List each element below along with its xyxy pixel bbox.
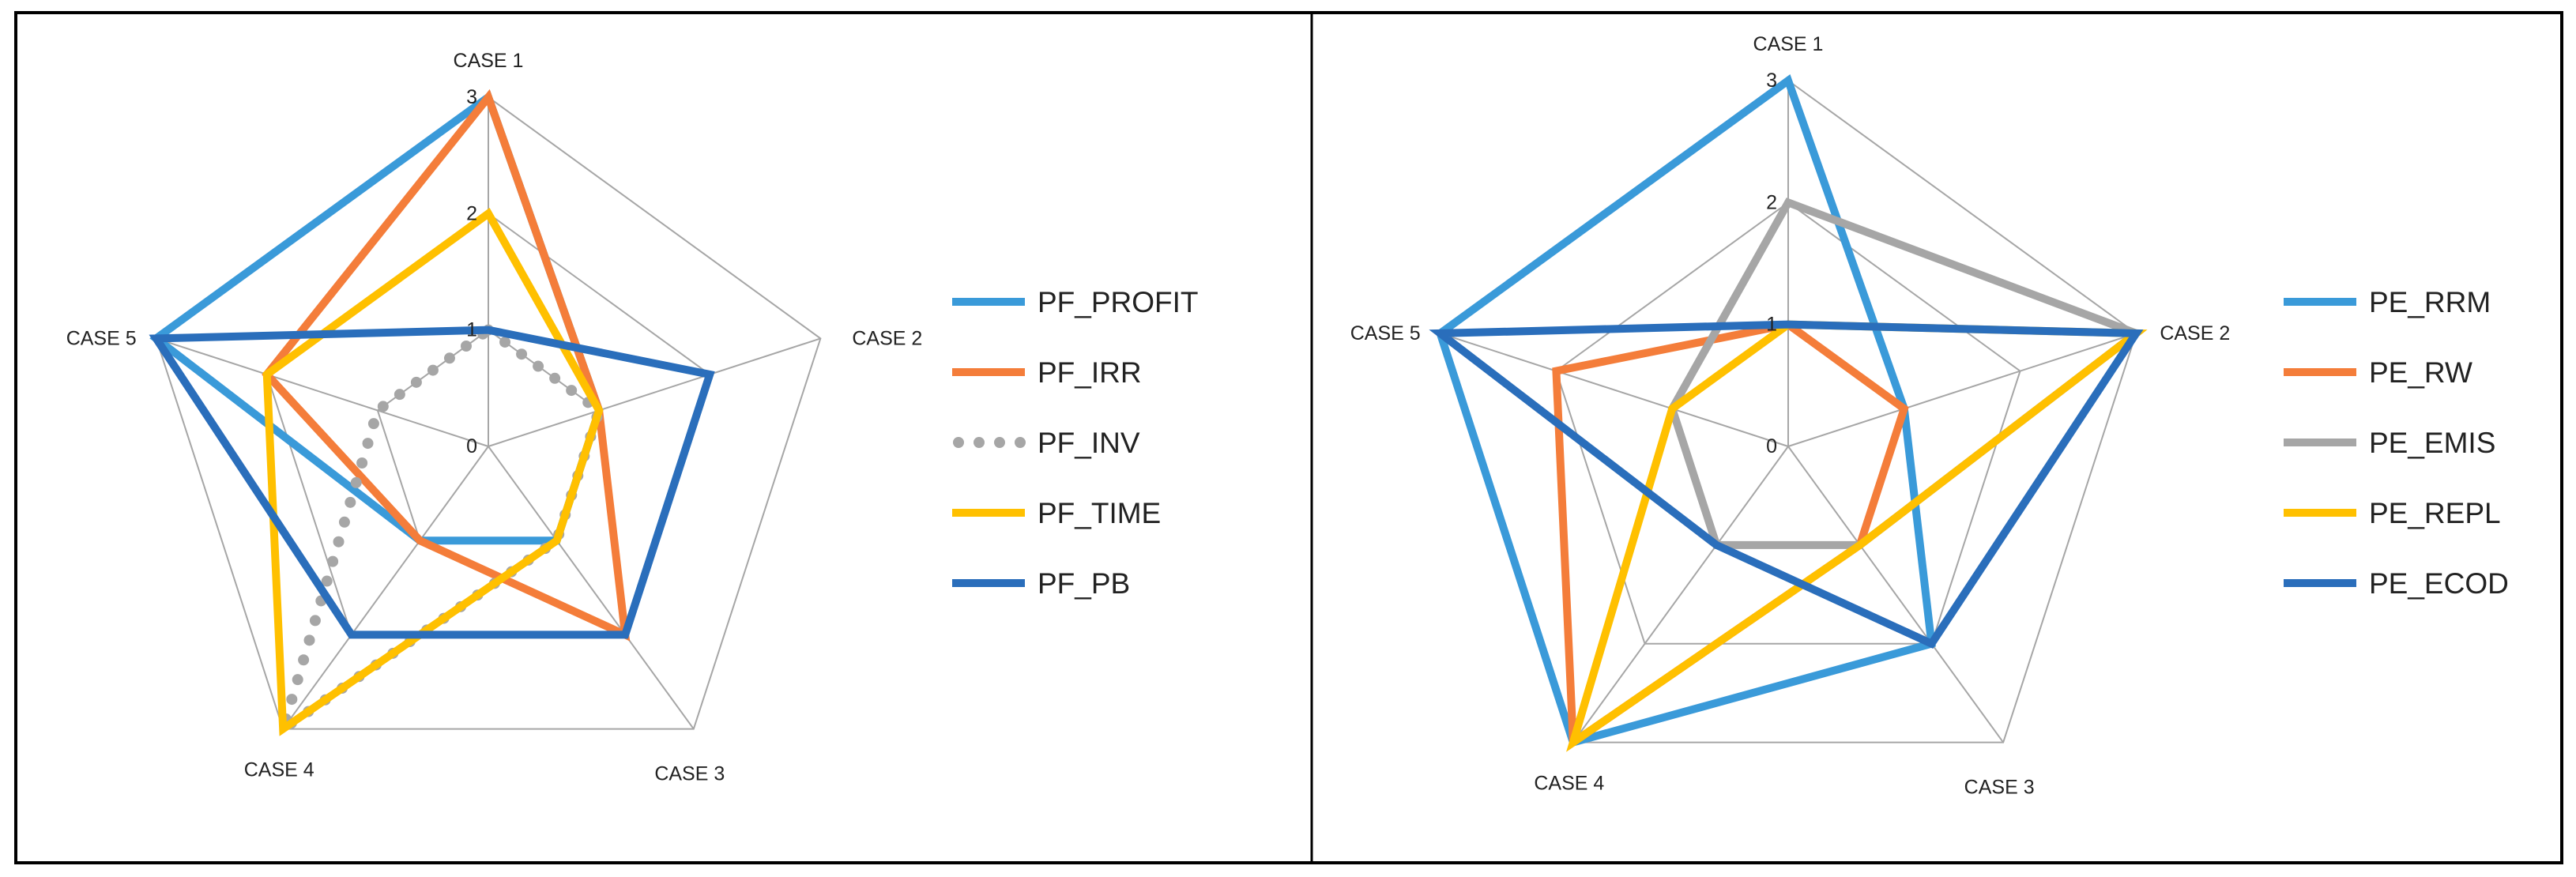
legend-entry: PF_INV <box>953 427 1140 459</box>
legend-label: PE_EMIS <box>2369 427 2495 459</box>
legend-entry: PF_TIME <box>952 497 1161 529</box>
category-label-case-5: CASE 5 <box>1350 322 1421 344</box>
tick-label-2: 2 <box>466 202 477 224</box>
grid-spoke <box>282 446 489 730</box>
tick-label-0: 0 <box>466 435 477 457</box>
tick-label-0: 0 <box>1766 435 1777 457</box>
legend-entry: PF_IRR <box>952 356 1142 389</box>
grid-spoke <box>488 337 821 447</box>
radar-series <box>149 88 715 743</box>
category-label-case-4: CASE 4 <box>1534 773 1604 795</box>
radar-labels: CASE 1 CASE 2 CASE 3 CASE 4 CASE 5 0 1 2… <box>1350 33 2231 799</box>
category-label-case-1: CASE 1 <box>454 50 524 72</box>
legend-entry: PF_PROFIT <box>952 286 1199 318</box>
grid-spoke <box>1440 332 1789 447</box>
tick-label-1: 1 <box>466 319 477 341</box>
radar-chart-right: CASE 1 CASE 2 CASE 3 CASE 4 CASE 5 0 1 2… <box>1350 33 2509 799</box>
category-label-case-3: CASE 3 <box>1964 777 2035 799</box>
legend: PE_RRM PE_RW PE_EMIS PE_REPL PE_ECOD <box>2284 286 2509 600</box>
series-line-pf-inv <box>273 323 606 743</box>
tick-label-3: 3 <box>1766 70 1777 92</box>
category-label-case-3: CASE 3 <box>654 763 725 785</box>
tick-label-3: 3 <box>466 86 477 108</box>
radar-labels: CASE 1 CASE 2 CASE 3 CASE 4 CASE 5 0 1 2… <box>66 50 923 785</box>
grid-spoke <box>1572 446 1789 743</box>
grid-spoke <box>1787 446 2004 743</box>
legend-entry: PE_RW <box>2284 356 2472 389</box>
category-label-case-2: CASE 2 <box>2160 322 2230 344</box>
legend-entry: PE_ECOD <box>2284 567 2509 600</box>
legend-label: PF_INV <box>1038 427 1140 459</box>
legend-label: PE_RRM <box>2369 286 2491 318</box>
radar-chart-left: CASE 1 CASE 2 CASE 3 CASE 4 CASE 5 0 1 2… <box>66 50 1199 785</box>
legend-label: PE_REPL <box>2369 497 2501 529</box>
legend: PF_PROFIT PF_IRR PF_INV PF_TIME PF_PB <box>952 286 1199 600</box>
category-label-case-5: CASE 5 <box>66 327 137 349</box>
series-line-pf-profit <box>149 91 604 545</box>
tick-label-1: 1 <box>1766 314 1777 336</box>
legend-label: PF_PB <box>1038 567 1130 600</box>
legend-entry: PE_RRM <box>2284 286 2491 318</box>
legend-entry: PE_EMIS <box>2284 427 2495 459</box>
series-line-pf-irr <box>262 88 631 642</box>
series-line-pe-repl <box>1566 320 2148 752</box>
legend-label: PF_TIME <box>1038 497 1161 529</box>
grid-spoke <box>1787 332 2137 447</box>
category-label-case-1: CASE 1 <box>1753 33 1824 55</box>
category-label-case-2: CASE 2 <box>852 327 922 349</box>
legend-entry: PF_PB <box>952 567 1130 600</box>
grid-spoke <box>488 446 695 730</box>
series-line-pf-time <box>262 207 604 736</box>
legend-label: PF_PROFIT <box>1038 286 1199 318</box>
series-line-pe-emis <box>1667 198 2145 549</box>
tick-label-2: 2 <box>1766 191 1777 213</box>
legend-label: PF_IRR <box>1038 356 1142 389</box>
radar-series <box>1429 74 2148 752</box>
category-label-case-4: CASE 4 <box>244 759 314 781</box>
series-line-pf-pb <box>149 326 715 639</box>
series-line-pe-rrm <box>1435 74 1936 747</box>
legend-label: PE_ECOD <box>2369 567 2509 600</box>
grid-spoke <box>156 337 489 447</box>
legend-label: PE_RW <box>2369 356 2472 389</box>
series-line-pe-ecod <box>1429 320 2144 649</box>
figure-border <box>14 11 2563 864</box>
grid-ring-2 <box>1555 201 2021 645</box>
legend-entry: PE_REPL <box>2284 497 2501 529</box>
